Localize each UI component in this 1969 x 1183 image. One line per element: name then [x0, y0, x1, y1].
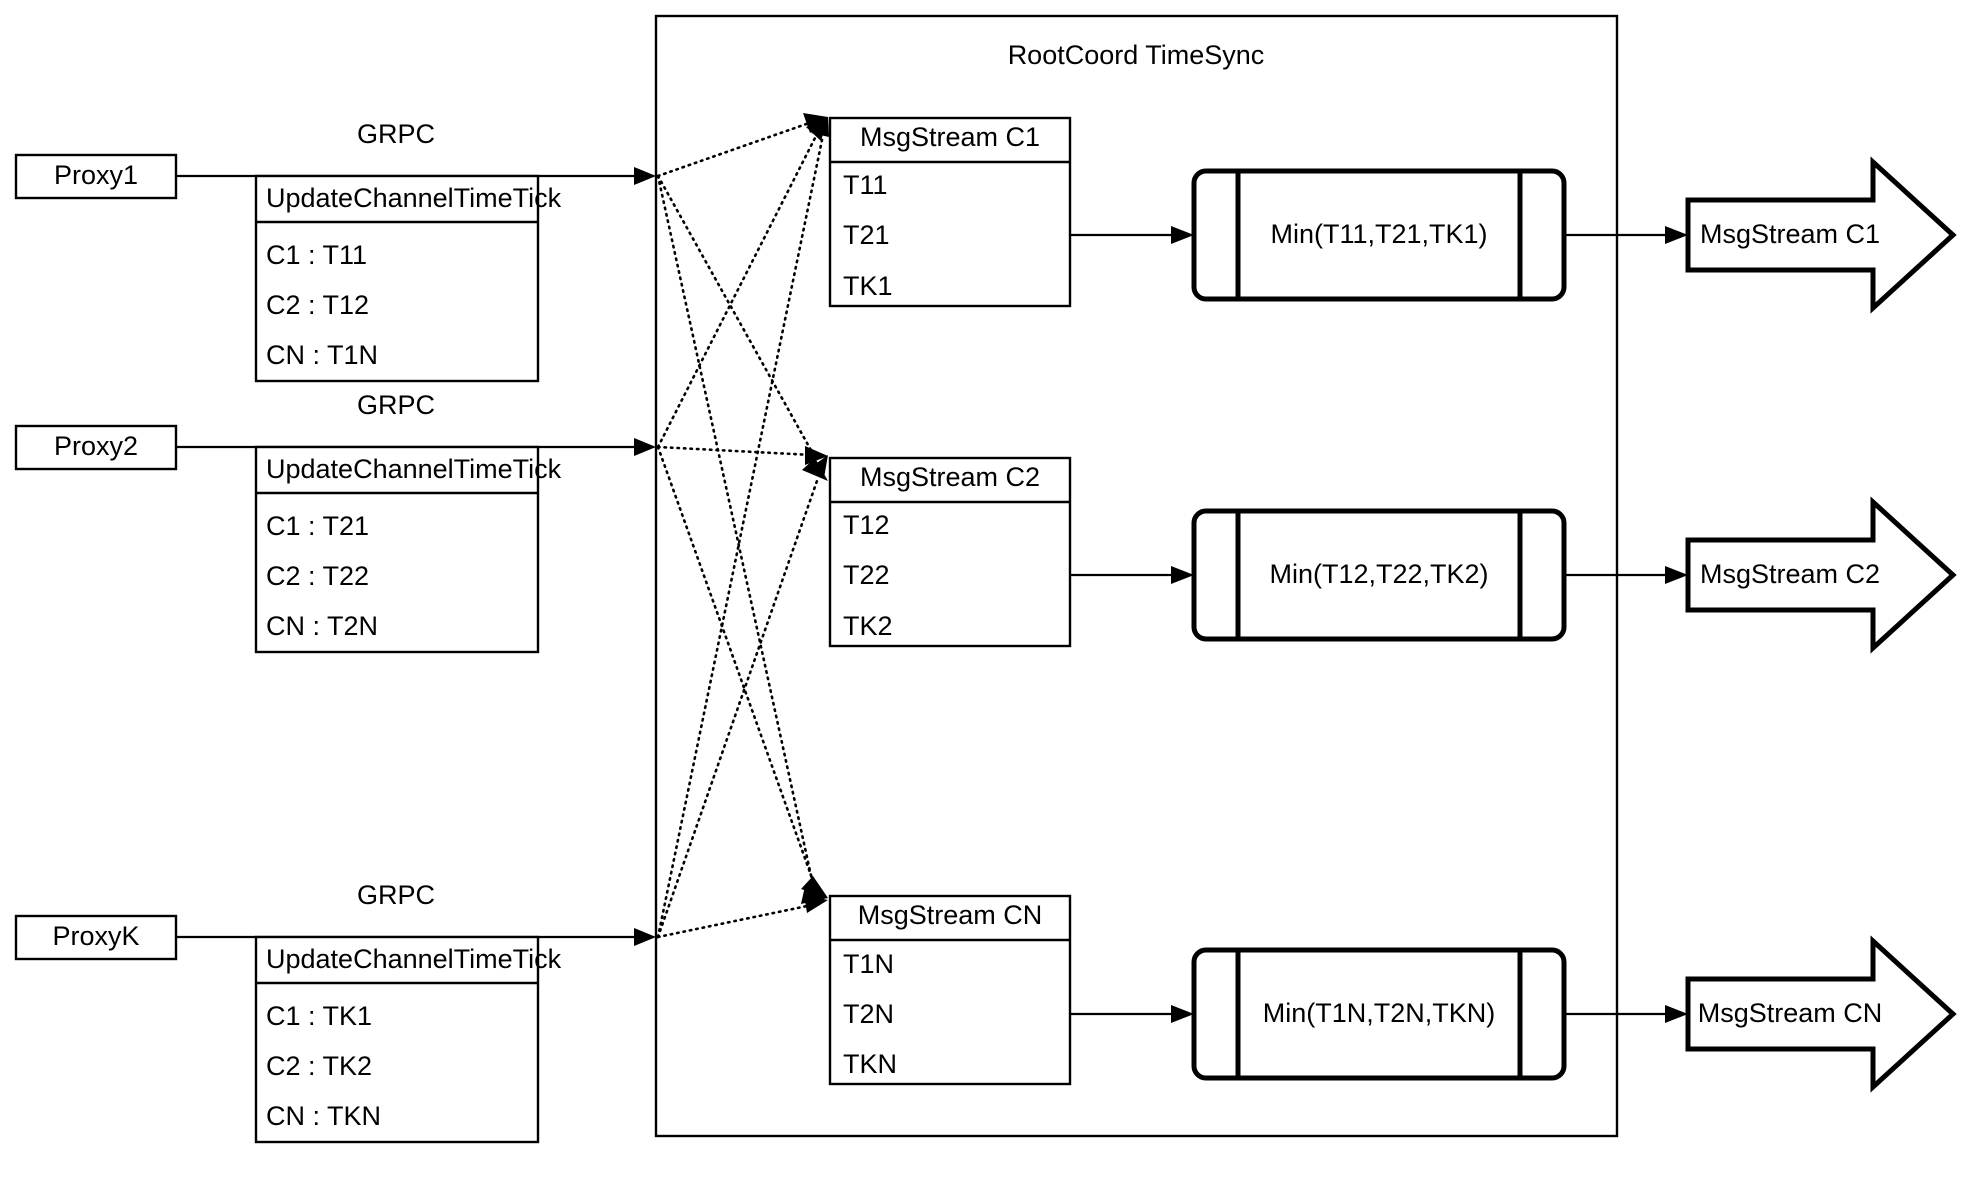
min-process-box-1: Min(T11,T21,TK1) — [1191, 168, 1567, 302]
msgstream-row: T11 — [843, 170, 888, 200]
fanout-p1-to-cn — [656, 174, 828, 898]
msgstream-box-2: MsgStream C2 T12 T22 TK2 — [828, 456, 1072, 648]
process-to-output-connector-3 — [1564, 1005, 1688, 1023]
update-channel-timetick-row: C2 : TK2 — [266, 1051, 372, 1081]
proxy-row-3: ProxyK GRPC UpdateChannelTimeTick C1 : T… — [14, 880, 1957, 1144]
update-channel-timetick-title-1: UpdateChannelTimeTick — [266, 183, 562, 213]
min-process-label-1: Min(T11,T21,TK1) — [1270, 219, 1487, 249]
update-channel-timetick-row: CN : T1N — [266, 340, 378, 370]
proxy-box-3[interactable]: ProxyK — [14, 914, 178, 961]
process-to-output-connector-2 — [1564, 566, 1688, 584]
update-channel-timetick-box-2: UpdateChannelTimeTick C1 : T21 C2 : T22 … — [254, 445, 562, 654]
msgstream-row: T2N — [843, 999, 894, 1029]
min-process-label-3: Min(T1N,T2N,TKN) — [1263, 998, 1496, 1028]
msgstream-title-1: MsgStream C1 — [860, 122, 1040, 152]
output-block-arrow-2: MsgStream C2 — [1685, 496, 1957, 654]
msgstream-to-process-connector-1 — [1070, 226, 1194, 244]
fanout-pk-to-cn — [656, 895, 828, 939]
proxy-box-1[interactable]: Proxy1 — [14, 153, 178, 200]
min-process-box-2: Min(T12,T22,TK2) — [1191, 508, 1567, 642]
update-channel-timetick-box-3: UpdateChannelTimeTick C1 : TK1 C2 : TK2 … — [254, 935, 562, 1144]
msgstream-to-process-connector-2 — [1070, 566, 1194, 584]
msgstream-row: TKN — [843, 1049, 897, 1079]
update-channel-timetick-row: C1 : T11 — [266, 240, 367, 270]
fanout-pk-to-c1 — [656, 117, 829, 939]
update-channel-timetick-row: CN : TKN — [266, 1101, 381, 1131]
msgstream-to-process-connector-3 — [1070, 1005, 1194, 1023]
output-block-arrow-3: MsgStream CN — [1685, 935, 1957, 1093]
grpc-label-3: GRPC — [357, 880, 435, 910]
msgstream-row: T22 — [843, 560, 890, 590]
update-channel-timetick-row: C2 : T12 — [266, 290, 369, 320]
msgstream-row: TK1 — [843, 271, 893, 301]
output-label-3: MsgStream CN — [1698, 998, 1883, 1028]
msgstream-row: TK2 — [843, 611, 893, 641]
proxy-label-3: ProxyK — [52, 921, 139, 951]
update-channel-timetick-row: C1 : T21 — [266, 511, 369, 541]
update-channel-timetick-row: C2 : T22 — [266, 561, 369, 591]
msgstream-row: T1N — [843, 949, 894, 979]
min-process-label-2: Min(T12,T22,TK2) — [1269, 559, 1488, 589]
proxy-row-2: Proxy2 GRPC UpdateChannelTimeTick C1 : T… — [14, 390, 1957, 654]
update-channel-timetick-title-3: UpdateChannelTimeTick — [266, 944, 562, 974]
rootcoord-timesync-title: RootCoord TimeSync — [1008, 40, 1265, 70]
output-block-arrow-1: MsgStream C1 — [1685, 156, 1957, 314]
fanout-pk-to-c2 — [656, 455, 828, 939]
grpc-label-2: GRPC — [357, 390, 435, 420]
grpc-label-1: GRPC — [357, 119, 435, 149]
output-label-1: MsgStream C1 — [1700, 219, 1880, 249]
msgstream-title-2: MsgStream C2 — [860, 462, 1040, 492]
msgstream-box-3: MsgStream CN T1N T2N TKN — [828, 894, 1072, 1086]
msgstream-box-1: MsgStream C1 T11 T21 TK1 — [828, 116, 1072, 308]
msgstream-row: T12 — [843, 510, 890, 540]
update-channel-timetick-row: CN : T2N — [266, 611, 378, 641]
process-to-output-connector-1 — [1564, 226, 1688, 244]
min-process-box-3: Min(T1N,T2N,TKN) — [1191, 947, 1567, 1081]
proxy-box-2[interactable]: Proxy2 — [14, 424, 178, 471]
update-channel-timetick-row: C1 : TK1 — [266, 1001, 372, 1031]
fanout-p2-to-c2 — [656, 445, 828, 465]
output-label-2: MsgStream C2 — [1700, 559, 1880, 589]
msgstream-title-3: MsgStream CN — [858, 900, 1043, 930]
msgstream-row: T21 — [843, 220, 890, 250]
proxy-label-1: Proxy1 — [54, 160, 138, 190]
update-channel-timetick-title-2: UpdateChannelTimeTick — [266, 454, 562, 484]
proxy-label-2: Proxy2 — [54, 431, 138, 461]
update-channel-timetick-box-1: UpdateChannelTimeTick C1 : T11 C2 : T12 … — [254, 174, 562, 383]
timetick-fanout-connectors — [656, 113, 829, 939]
proxy-row-1: Proxy1 GRPC UpdateChannelTimeTick C1 : T… — [14, 116, 1957, 383]
